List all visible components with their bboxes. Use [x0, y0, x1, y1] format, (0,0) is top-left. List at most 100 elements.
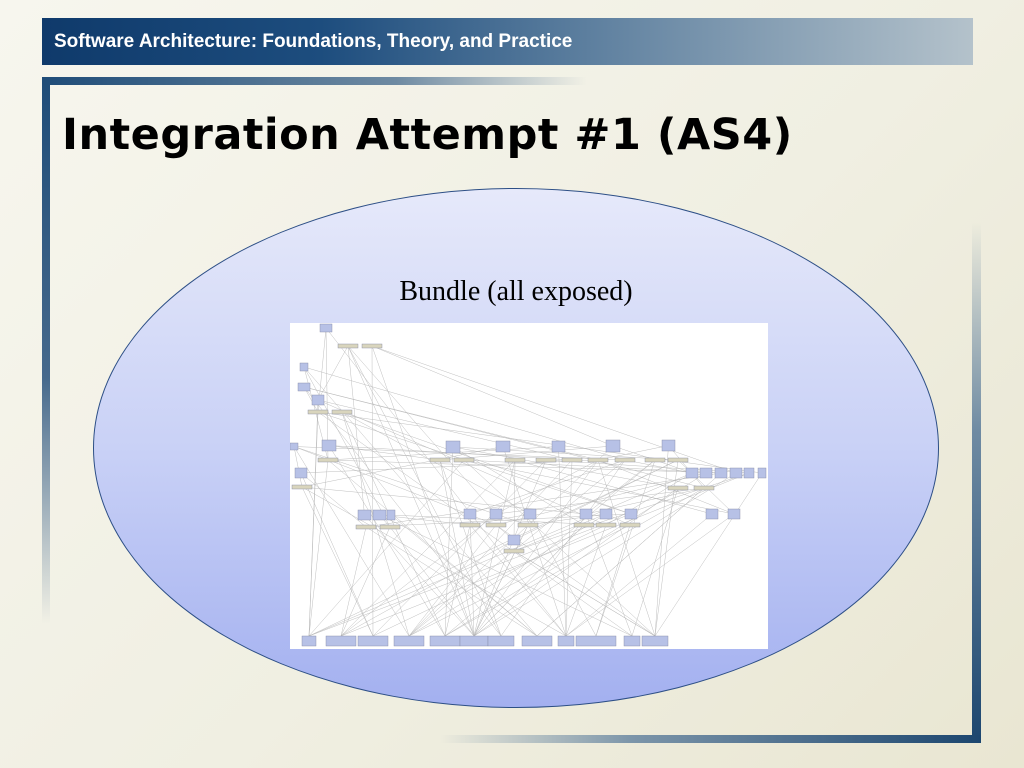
connector-link [469, 513, 475, 637]
component-node [372, 509, 387, 521]
frame-right-accent [972, 222, 981, 743]
connector-link [325, 327, 329, 461]
connector-link [347, 345, 475, 637]
connector-link [303, 386, 705, 489]
interface-node [459, 522, 481, 528]
interface-node [337, 343, 359, 349]
connector-link [439, 445, 614, 461]
connector-link [301, 486, 374, 637]
interface-node [595, 522, 617, 528]
connector-link [308, 513, 632, 637]
connector-link [597, 459, 735, 515]
component-node [297, 382, 311, 392]
component-node [311, 394, 325, 406]
connector-link [585, 513, 633, 637]
connector-link [408, 513, 607, 637]
connector-link [303, 366, 391, 528]
connector-links [293, 327, 763, 637]
connector-link [347, 345, 502, 637]
interface-node [361, 343, 383, 349]
component-node [727, 508, 741, 520]
component-node [624, 508, 638, 520]
connector-link [473, 459, 516, 637]
connector-link [500, 459, 626, 637]
connector-bus-node [641, 635, 669, 647]
component-node [489, 508, 503, 520]
connector-link [513, 513, 607, 552]
frame-bottom-accent [440, 735, 981, 743]
connector-link [308, 472, 693, 637]
component-node [714, 467, 728, 479]
component-node [321, 439, 337, 452]
connector-bus-node [521, 635, 553, 647]
connector-link [340, 513, 497, 637]
component-node [463, 508, 477, 520]
connector-bus-node [557, 635, 575, 647]
connector-link [317, 411, 763, 474]
connector-link [565, 513, 713, 637]
connector-link [308, 459, 679, 637]
component-node [743, 467, 755, 479]
component-node [599, 508, 613, 520]
connector-link [308, 459, 465, 637]
interface-node [485, 522, 507, 528]
connector-link [301, 486, 567, 637]
connector-link [371, 345, 475, 637]
interface-node [535, 457, 557, 463]
component-node [386, 509, 396, 521]
connector-link [444, 446, 454, 637]
component-node [523, 508, 537, 520]
connector-link [444, 487, 705, 637]
connector-link [597, 445, 669, 461]
connector-link [444, 524, 471, 637]
connector-link [565, 524, 607, 637]
connector-link [301, 486, 587, 515]
interface-node [667, 485, 689, 491]
component-node [705, 508, 719, 520]
component-node [299, 362, 309, 372]
interface-node [667, 457, 689, 463]
connector-bus-node [575, 635, 617, 647]
connector-link [303, 386, 599, 461]
connector-bus-node [301, 635, 317, 647]
connector-link [513, 459, 516, 541]
connector-link [372, 524, 607, 637]
connector-link [293, 446, 303, 488]
bundle-label: Bundle (all exposed) [399, 276, 633, 307]
connector-link [595, 459, 656, 637]
interface-node [291, 484, 313, 490]
connector-link [341, 411, 632, 515]
connector-link [463, 459, 735, 515]
interface-node [619, 522, 641, 528]
connector-link [631, 487, 679, 637]
component-node [357, 509, 372, 521]
connector-link [597, 459, 656, 637]
connector-link [341, 411, 531, 515]
component-nodes [290, 323, 767, 647]
component-node [685, 467, 699, 479]
connector-link [473, 459, 547, 637]
component-node [507, 534, 521, 546]
connector-bus-node [623, 635, 641, 647]
interface-node [587, 457, 609, 463]
connector-link [502, 446, 567, 637]
interface-node [614, 457, 636, 463]
connector-bus-node [325, 635, 357, 647]
connector-link [565, 459, 573, 637]
connector-link [473, 472, 737, 637]
component-node [757, 467, 767, 479]
connector-link [514, 459, 713, 515]
interface-node [561, 457, 583, 463]
connector-link [303, 366, 626, 461]
connector-link [308, 399, 319, 637]
connector-link [347, 345, 497, 515]
connector-bus-node [487, 635, 515, 647]
connector-link [408, 524, 497, 637]
connector-link [390, 514, 538, 637]
connector-link [371, 345, 614, 447]
connector-link [668, 445, 705, 489]
connector-link [495, 524, 656, 637]
interface-node [453, 457, 475, 463]
slide-title: Integration Attempt #1 (AS4) [62, 110, 793, 160]
architecture-diagram-canvas [290, 323, 767, 647]
